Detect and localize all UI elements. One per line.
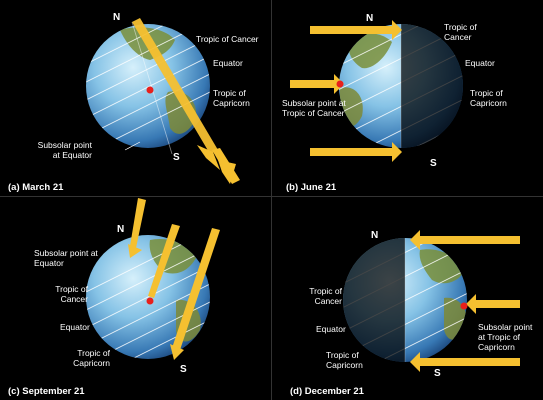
divider-vertical [271,0,272,400]
panel-a-tropic-capricorn-label: Tropic of Capricorn [213,88,250,108]
panel-c-globe [86,198,220,360]
subsolar-point-b [336,80,344,88]
panel-d-caption: (d) December 21 [290,386,364,397]
panel-b-equator-label: Equator [465,58,495,68]
panel-c-caption: (c) September 21 [8,386,85,397]
panel-d-tropic-cancer-label: Tropic of Cancer [309,286,342,306]
panel-a-north-label: N [113,12,121,23]
panel-d-north-label: N [371,230,379,241]
panel-d-equator-label: Equator [316,324,346,334]
panel-c-tropic-cancer-label: Tropic of Cancer [55,284,88,304]
panel-c-equator-label: Equator [60,322,90,332]
panel-a-tropic-cancer-label: Tropic of Cancer [196,34,259,44]
subsolar-point-c [146,297,154,305]
subsolar-point-d [460,302,468,310]
panel-b-tropic-capricorn-label: Tropic of Capricorn [470,88,507,108]
panel-c-south-label: S [180,364,187,375]
panel-a-caption: (a) March 21 [8,182,64,193]
divider-horizontal [0,196,543,197]
panel-d-subsolar-label: Subsolar point at Tropic of Capricorn [478,322,533,352]
panel-b-south-label: S [430,158,437,169]
panel-a-globe [86,18,240,184]
panel-c-north-label: N [117,224,125,235]
panel-a-equator-label: Equator [213,58,243,68]
panel-a-south-label: S [173,152,180,163]
panel-d-south-label: S [434,368,441,379]
panel-c-subsolar-label: Subsolar point at Equator [34,248,98,268]
panel-b-caption: (b) June 21 [286,182,337,193]
panel-b-north-label: N [366,13,374,24]
panel-b-tropic-cancer-label: Tropic of Cancer [444,22,477,42]
panel-a-subsolar-label: Subsolar point at Equator [37,140,92,160]
panel-c-tropic-capricorn-label: Tropic of Capricorn [73,348,110,368]
subsolar-point-a [146,86,154,94]
panel-d-tropic-capricorn-label: Tropic of Capricorn [326,350,363,370]
land-europe-africa [348,33,392,69]
panel-b-subsolar-label: Subsolar point at Tropic of Cancer [282,98,346,118]
